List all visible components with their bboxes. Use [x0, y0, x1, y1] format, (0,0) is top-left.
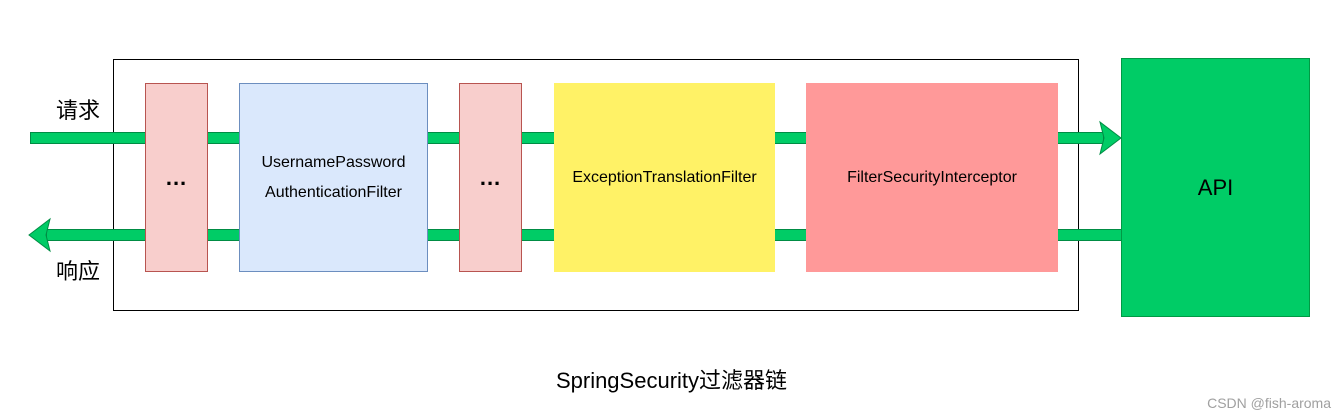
filter-ellipsis-2: ...: [459, 83, 522, 272]
filter-ellipsis-1: ...: [145, 83, 208, 272]
filter-label-line-1: UsernamePassword: [261, 153, 406, 171]
filter-label: FilterSecurityInterceptor: [847, 168, 1017, 186]
response-arrowhead-icon: [28, 217, 51, 253]
api-label: API: [1197, 174, 1234, 200]
filter-security-interceptor: FilterSecurityInterceptor: [806, 83, 1058, 272]
filter-label: ExceptionTranslationFilter: [572, 168, 757, 186]
watermark: CSDN @fish-aroma: [1207, 395, 1331, 411]
filter-label: ...: [165, 164, 188, 190]
filter-label: ...: [479, 164, 502, 190]
filter-label-line-2: AuthenticationFilter: [265, 183, 402, 201]
request-label: 请求: [56, 98, 101, 123]
diagram-caption: SpringSecurity过滤器链: [555, 368, 788, 393]
response-label: 响应: [56, 259, 101, 284]
filter-exception-translation: ExceptionTranslationFilter: [554, 83, 775, 272]
api-box: API: [1121, 58, 1310, 317]
filter-username-password-authentication: UsernamePassword AuthenticationFilter: [239, 83, 428, 272]
request-arrowhead-icon: [1099, 120, 1122, 156]
